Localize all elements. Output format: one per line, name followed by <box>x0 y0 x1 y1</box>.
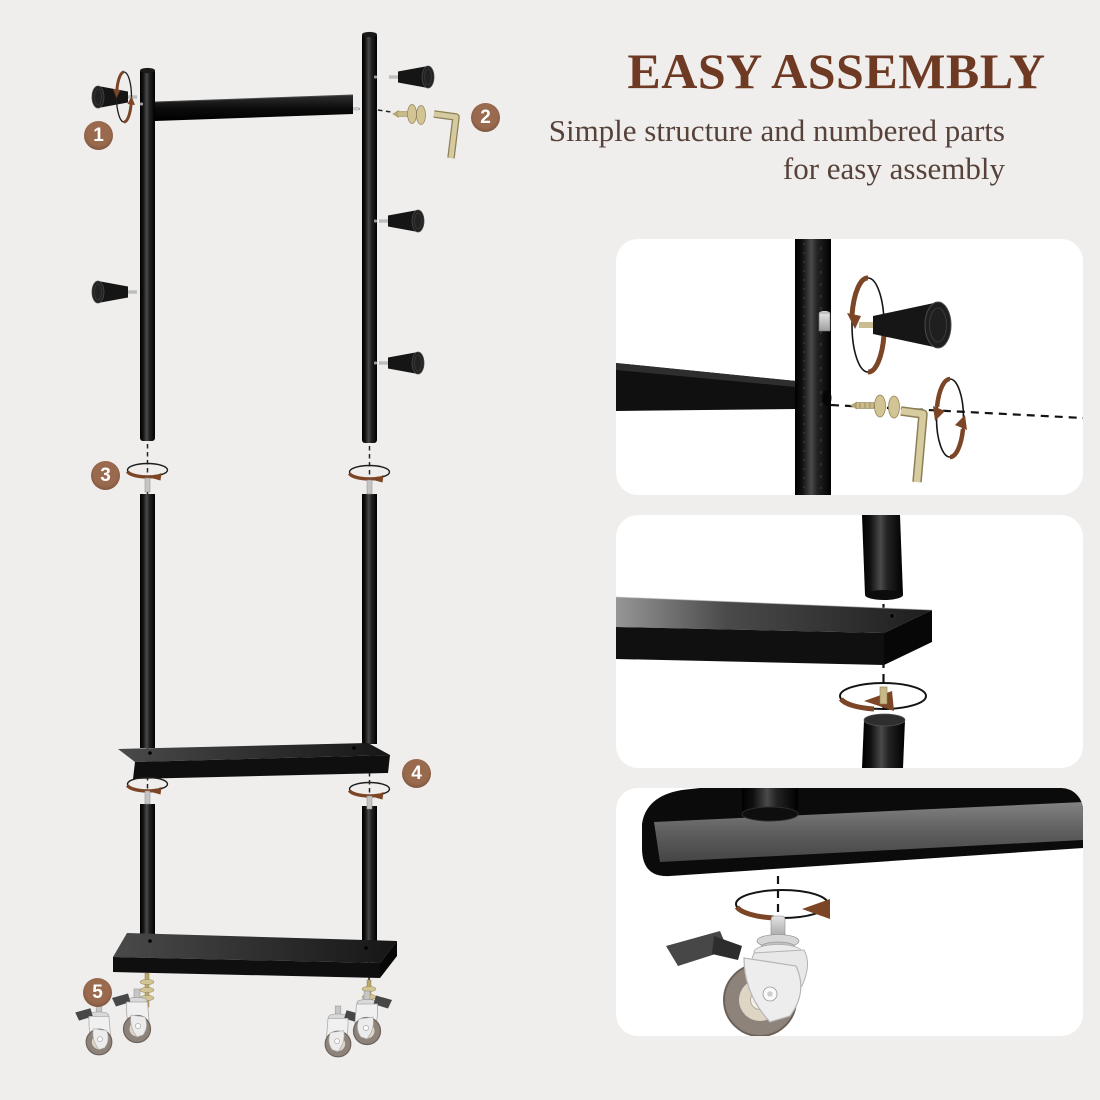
upper-pole-closeup <box>862 515 903 600</box>
rotate-arrow-icon <box>736 890 830 919</box>
screws-and-washers <box>392 105 426 125</box>
step-badge-4: 4 <box>402 759 431 788</box>
rotate-arrow-icon <box>933 379 967 457</box>
page-subtitle: Simple structure and numbered parts for … <box>520 112 1005 188</box>
caster-wheel <box>75 1004 112 1055</box>
dashed-guide-lines <box>147 109 391 1018</box>
screws-and-washers <box>850 395 900 418</box>
hook-peg <box>92 281 137 303</box>
threaded-stud <box>880 687 887 704</box>
hex-key-icon <box>434 114 456 158</box>
shelf-hole <box>148 751 152 755</box>
shelf-hole <box>364 946 368 950</box>
step-badge-3: 3 <box>91 461 120 490</box>
hook-detail-illustration <box>616 239 1083 495</box>
detail-panel-shelf <box>616 515 1083 768</box>
hook-peg-closeup <box>859 302 951 348</box>
hook-peg <box>379 210 424 232</box>
hanging-rod <box>155 95 359 121</box>
step-badge-5: 5 <box>83 978 112 1007</box>
detail-panel-caster <box>616 788 1083 1036</box>
shelf-hole <box>352 746 356 750</box>
screw-hole <box>823 390 832 406</box>
hook-peg <box>379 352 424 374</box>
exploded-rack-diagram <box>0 0 560 1100</box>
mount-pin <box>819 313 830 331</box>
hex-key-icon <box>901 411 923 482</box>
subtitle-line-2: for easy assembly <box>520 150 1005 188</box>
rod-pin <box>353 107 359 111</box>
step-badge-2: 2 <box>471 103 500 132</box>
lower-pole-closeup <box>862 714 905 768</box>
caster-wheel-closeup <box>666 916 808 1036</box>
shelf-detail-illustration <box>616 515 1083 768</box>
step-badge-1: 1 <box>84 121 113 150</box>
bottom-shelf <box>113 933 397 978</box>
hook-peg <box>389 66 434 88</box>
pole-closeup <box>795 239 831 495</box>
detail-panel-hook <box>616 239 1083 495</box>
middle-shelf <box>118 743 390 779</box>
base-shelf-closeup <box>642 788 1083 876</box>
subtitle-line-1: Simple structure and numbered parts <box>520 112 1005 150</box>
shelf-hole <box>148 939 152 943</box>
page-title: EASY ASSEMBLY <box>610 42 1063 100</box>
shelf-hole <box>890 614 895 619</box>
caster-detail-illustration <box>616 788 1083 1036</box>
